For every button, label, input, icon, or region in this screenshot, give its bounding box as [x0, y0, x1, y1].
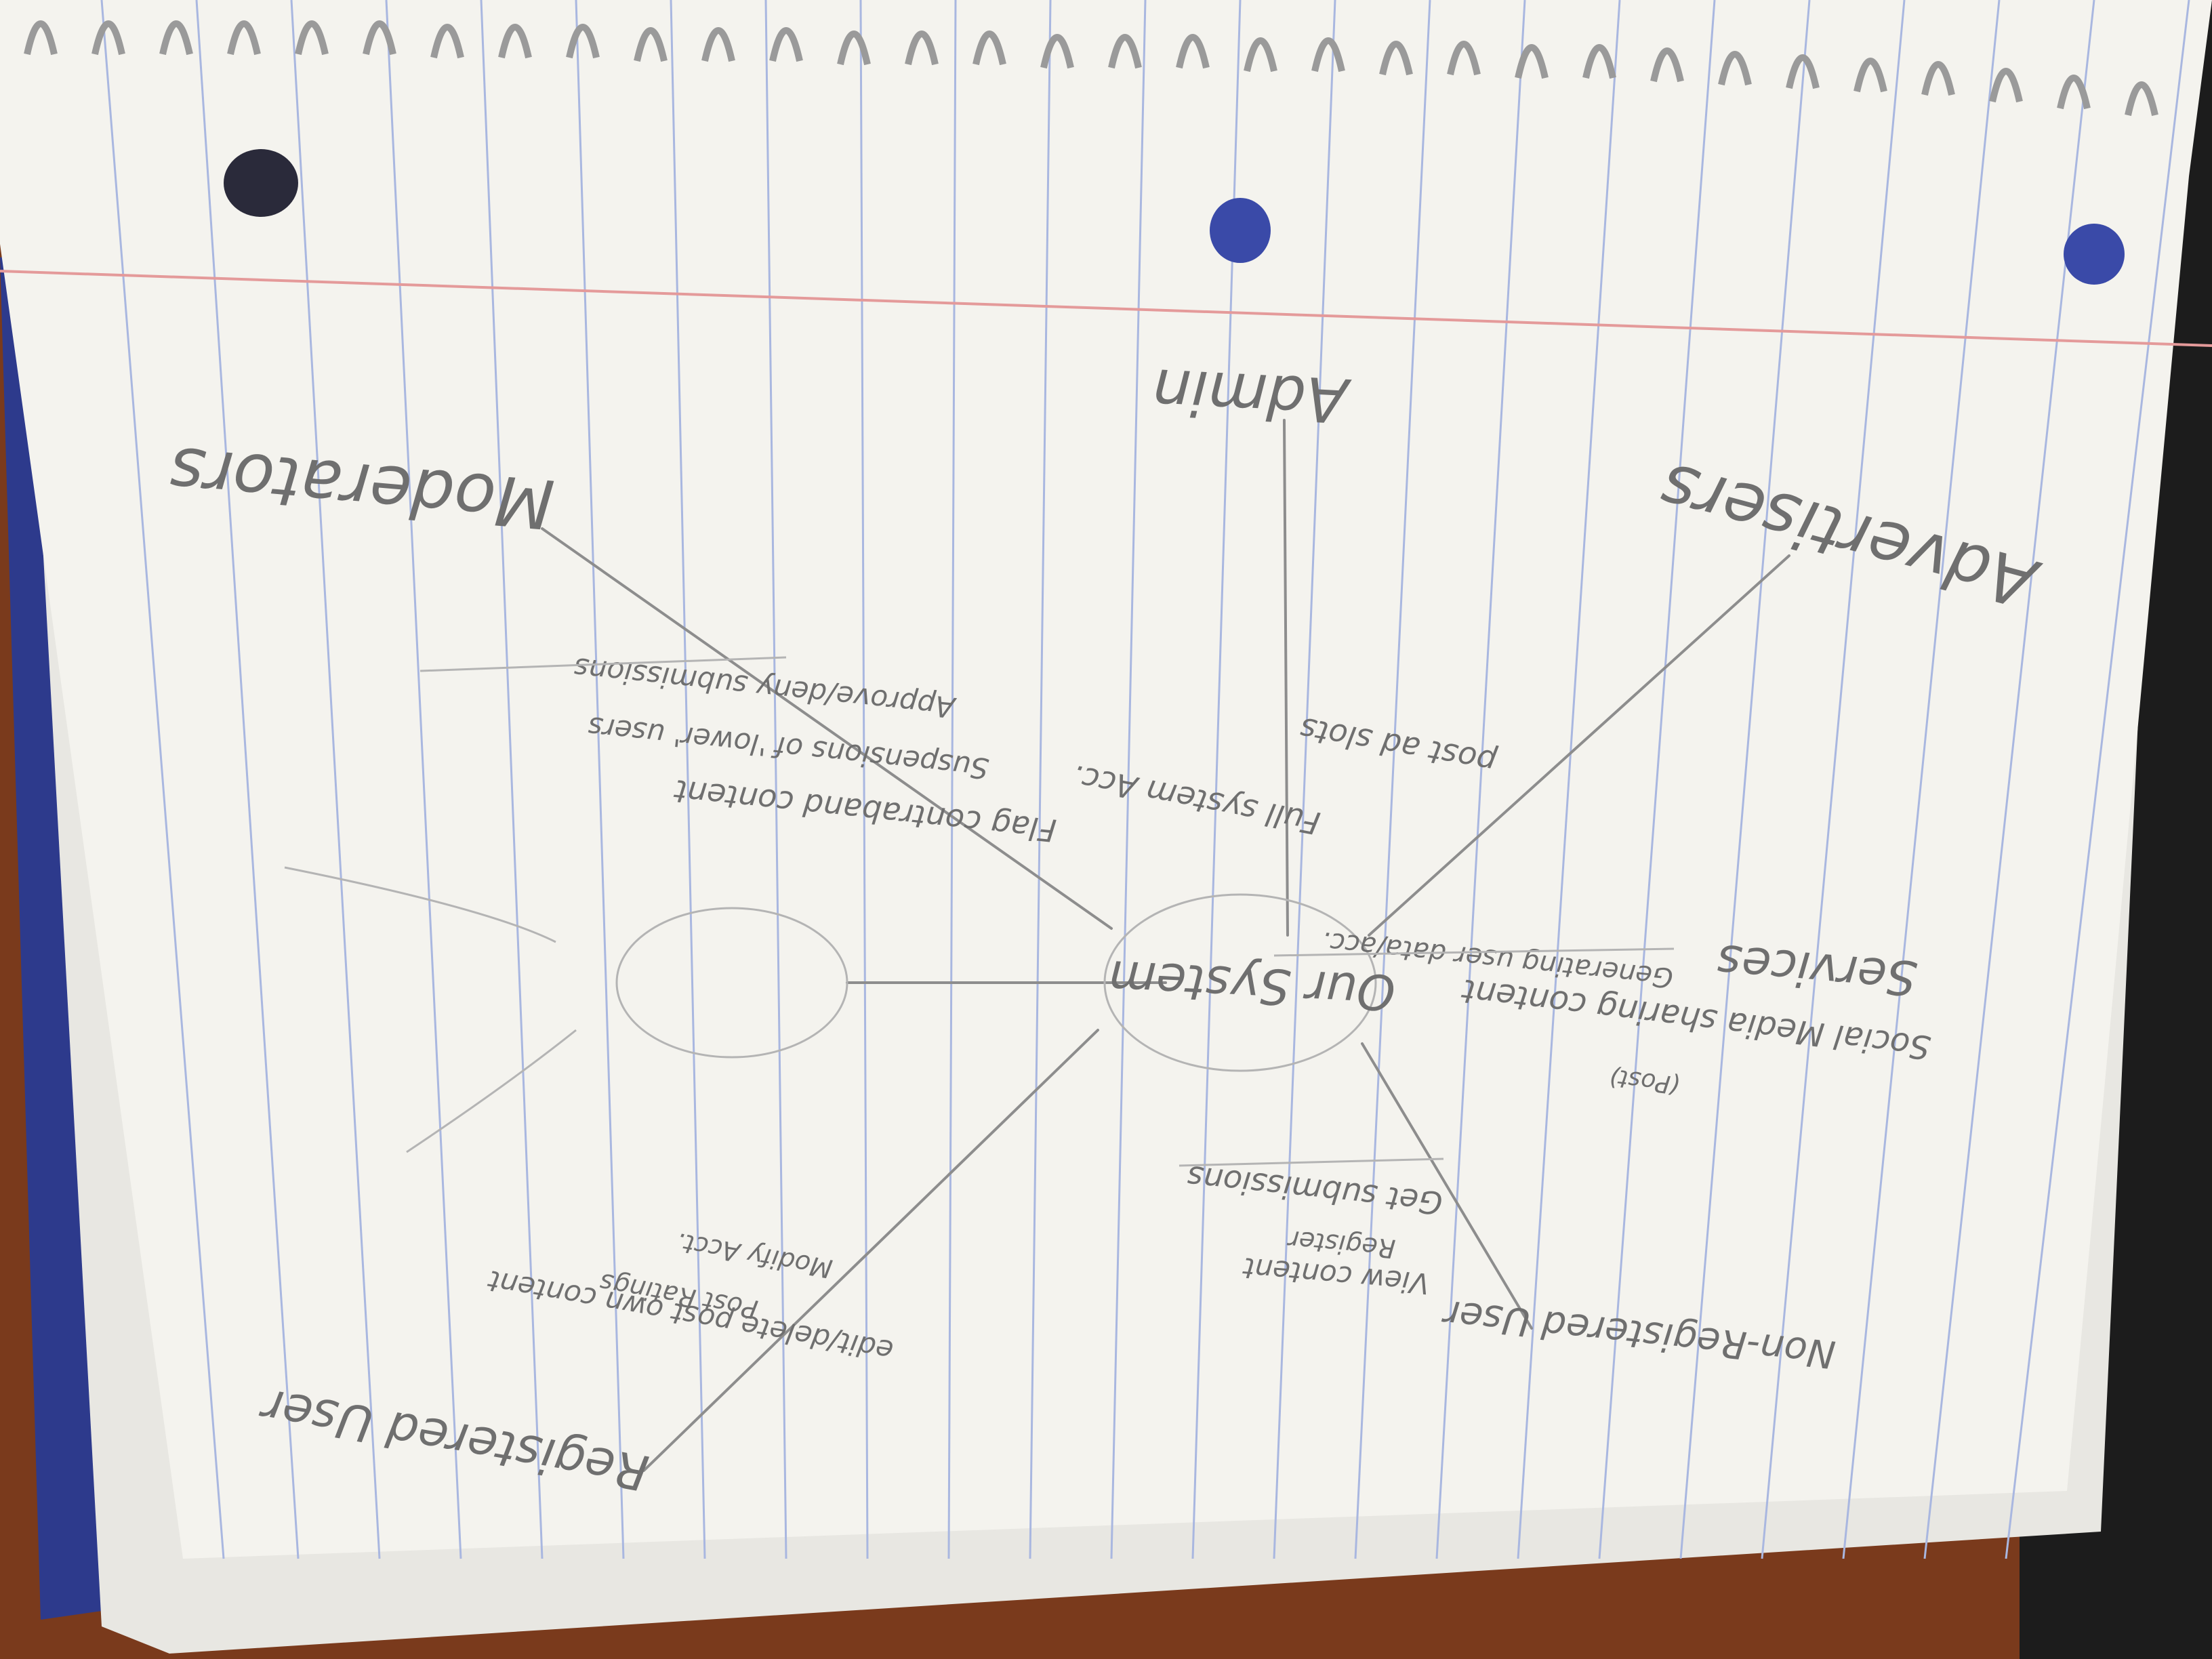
underline-approve: [419, 656, 787, 672]
spiral-binding: [24, 20, 2158, 117]
punch-hole-left: [224, 149, 298, 217]
connector-lines: [541, 419, 1790, 1472]
empty-bubble: [615, 907, 848, 1059]
stray-pencil-stroke-2: [406, 1029, 577, 1153]
paper-sheet: [0, 0, 2212, 1559]
punch-hole-right: [2064, 224, 2125, 285]
actor-admin: Admin: [1151, 354, 1353, 436]
margin-line: [0, 270, 2212, 347]
punch-hole-center: [1210, 198, 1271, 263]
stray-pencil-stroke-1: [284, 866, 556, 943]
underline-get-submissions: [1179, 1158, 1444, 1167]
underline-services: [1273, 947, 1675, 957]
central-system-bubble: [1103, 893, 1377, 1072]
